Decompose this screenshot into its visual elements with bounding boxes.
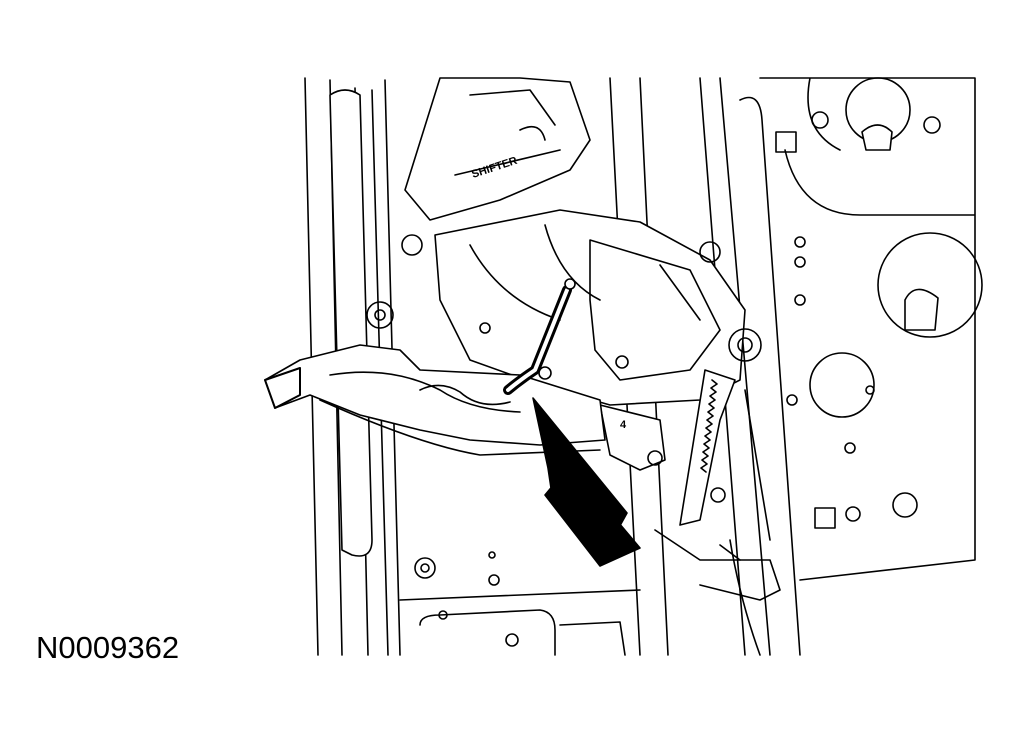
release-rod-inner bbox=[506, 288, 569, 392]
small-hole bbox=[844, 442, 856, 454]
right-panel-outline bbox=[759, 77, 976, 581]
round-hole bbox=[809, 352, 875, 418]
lever-detail bbox=[329, 371, 521, 413]
release-rod-end bbox=[564, 278, 576, 290]
square-hole bbox=[814, 507, 836, 529]
brake-housing bbox=[366, 77, 781, 656]
housing-ribs bbox=[469, 224, 701, 321]
small-hole bbox=[794, 256, 806, 268]
lever-handle bbox=[264, 344, 606, 446]
small-hole bbox=[488, 574, 500, 586]
mid-hole-inner bbox=[904, 288, 939, 331]
housing-bolt bbox=[615, 355, 629, 369]
cable-bracket bbox=[654, 529, 781, 601]
support-bolt bbox=[647, 450, 663, 466]
release-rod bbox=[503, 278, 576, 395]
panel-holes bbox=[414, 77, 983, 647]
small-hole bbox=[794, 236, 806, 248]
cable-fastener bbox=[710, 487, 726, 503]
upper-bracket bbox=[404, 77, 591, 221]
small-hole bbox=[488, 551, 496, 559]
side-bolt bbox=[366, 301, 394, 329]
lever-lower-edge bbox=[319, 399, 601, 456]
small-hole bbox=[505, 633, 519, 647]
panel-fastener bbox=[414, 557, 436, 579]
large-hole-notch bbox=[861, 124, 893, 151]
lower-support bbox=[599, 404, 666, 471]
stud bbox=[845, 506, 861, 522]
ratchet-teeth bbox=[700, 379, 718, 473]
small-hole bbox=[794, 294, 806, 306]
callout-arrow-shaft bbox=[544, 464, 641, 567]
brake-cable bbox=[719, 389, 771, 656]
arrow-up-left-icon bbox=[532, 397, 641, 567]
small-hole bbox=[786, 394, 798, 406]
lower-panel-edge bbox=[399, 589, 641, 656]
housing-panel bbox=[589, 239, 721, 381]
figure-id-label: N0009362 bbox=[36, 630, 180, 665]
round-hole bbox=[811, 111, 829, 129]
pivot-bolt-inner bbox=[737, 337, 753, 353]
side-bolt-inner bbox=[374, 309, 386, 321]
rod-clip bbox=[538, 366, 552, 380]
side-bolt bbox=[401, 234, 423, 256]
large-hole-mid bbox=[877, 232, 983, 338]
panel-fastener-inner bbox=[420, 563, 430, 573]
lever-tip bbox=[264, 367, 301, 409]
round-hole bbox=[892, 492, 918, 518]
side-bolt bbox=[699, 241, 721, 263]
marker-digit: 4 bbox=[620, 419, 627, 431]
left-trim-panel bbox=[329, 89, 373, 557]
housing-bolt bbox=[479, 322, 491, 334]
round-hole bbox=[923, 116, 941, 134]
pivot-bolt bbox=[728, 328, 762, 362]
small-hole bbox=[865, 385, 875, 395]
upper-bracket-detail bbox=[454, 89, 561, 176]
release-lever bbox=[264, 344, 606, 456]
square-hole bbox=[775, 131, 797, 153]
small-hole bbox=[438, 610, 448, 620]
